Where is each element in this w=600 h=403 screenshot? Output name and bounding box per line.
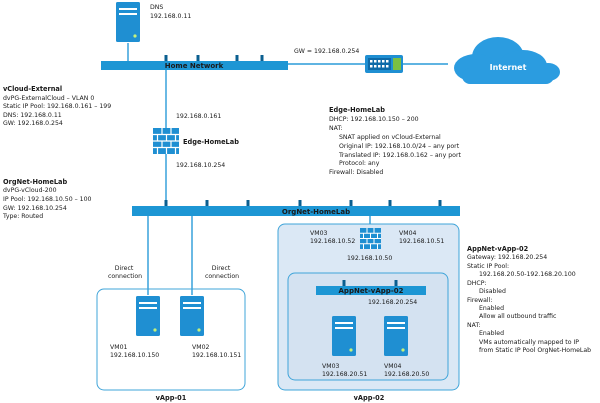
direct-connection-1-line1: Direct — [115, 265, 134, 272]
orgnet-bar-label: OrgNet-HomeLab — [282, 208, 350, 216]
vapp02-firewall-icon — [360, 228, 381, 249]
edge-ip-external: 192.168.0.161 — [176, 113, 221, 120]
vcloud-external-info: vCloud-External dvPG-ExternalCloud – VLA… — [3, 85, 111, 127]
appnet-info-title: AppNet-vApp-02 — [467, 245, 529, 253]
vm03-external-ip: 192.168.10.52 — [310, 238, 355, 245]
vcloud-external-title: vCloud-External — [3, 85, 62, 93]
vapp02-router-ip-external: 192.168.10.50 — [347, 255, 392, 262]
orgnet-info-line: dvPG-vCloud-200 — [3, 187, 57, 194]
internet-cloud: Internet — [454, 37, 560, 84]
orgnet-bar: OrgNet-HomeLab — [132, 200, 460, 216]
dns-label: DNS — [150, 4, 163, 11]
vm04-external-name: VM04 — [399, 230, 417, 237]
vm02-name: VM02 — [192, 344, 210, 351]
appnet-info: AppNet-vApp-02 Gateway: 192.168.20.254 S… — [467, 245, 591, 354]
direct-connection-1-line2: connection — [108, 273, 142, 280]
vcloud-external-line: DNS: 192.168.0.11 — [3, 112, 62, 119]
dns-ip: 192.168.0.11 — [150, 13, 191, 20]
orgnet-info-line: IP Pool: 192.168.10.50 – 100 — [3, 196, 92, 203]
appnet-info-line: DHCP: — [467, 280, 487, 287]
vm04-name: VM04 — [384, 363, 402, 370]
vcloud-external-line: GW: 192.168.0.254 — [3, 120, 63, 127]
edge-info-line: Original IP: 192.168.10.0/24 – any port — [339, 143, 460, 150]
appnet-info-line: 192.168.20.50-192.168.20.100 — [479, 271, 576, 278]
vapp01-contents: Direct connection Direct connection VM01… — [108, 265, 241, 402]
vm01-server-icon — [136, 296, 160, 336]
vapp02-router-ip-internal: 192.168.20.254 — [368, 299, 417, 306]
direct-connection-2-line1: Direct — [212, 265, 231, 272]
vm04-ip: 192.168.20.50 — [384, 371, 429, 378]
vapp02-label: vApp-02 — [354, 394, 385, 402]
vapp01-label: vApp-01 — [156, 394, 187, 402]
edge-info-line: Translated IP: 192.168.0.162 – any port — [338, 152, 461, 159]
vm01-ip: 192.168.10.150 — [110, 352, 159, 359]
vm04-external-ip: 192.168.10.51 — [399, 238, 444, 245]
vm02-ip: 192.168.10.151 — [192, 352, 241, 359]
edge-router: 192.168.0.161 Edge-HomeLab 192.168.10.25… — [153, 113, 239, 169]
appnet-info-line: Disabled — [479, 288, 506, 295]
cloud-icon — [454, 37, 560, 84]
orgnet-info-line: GW: 192.168.10.254 — [3, 205, 67, 212]
gateway-label: GW = 192.168.0.254 — [294, 48, 359, 55]
edge-ip-internal: 192.168.10.254 — [176, 162, 225, 169]
vm01-name: VM01 — [110, 344, 128, 351]
vapp01-box — [96, 288, 246, 391]
home-network-ports — [164, 55, 264, 61]
appnet-info-line: Allow all outbound traffic — [479, 313, 557, 320]
vm03-server-icon — [332, 316, 356, 356]
vapp02-contents: VM03 192.168.10.52 VM04 192.168.10.51 19… — [310, 228, 444, 402]
appnet-info-line: Static IP Pool: — [467, 263, 509, 270]
appnet-bar: AppNet-vApp-02 — [316, 280, 426, 295]
direct-connection-1: Direct connection — [108, 265, 142, 280]
appnet-info-line: Gateway: 192.168.20.254 — [467, 254, 547, 261]
vm04-server-icon — [384, 316, 408, 356]
appnet-bar-label: AppNet-vApp-02 — [339, 287, 404, 295]
orgnet-ports — [164, 200, 442, 206]
home-network-bar: Home Network — [101, 55, 288, 70]
appnet-info-line: VMs automatically mapped to IP — [479, 339, 579, 346]
gateway-switch: GW = 192.168.0.254 — [294, 48, 403, 73]
firewall-icon — [153, 128, 179, 154]
appnet-info-line: Enabled — [479, 305, 504, 312]
appnet-box — [287, 272, 449, 381]
edge-info-line: Firewall: Disabled — [329, 169, 383, 176]
appnet-info-line: from Static IP Pool OrgNet-HomeLab — [479, 347, 591, 354]
edge-homelab-info: Edge-HomeLab DHCP: 192.168.10.150 – 200 … — [329, 106, 461, 176]
edge-info-line: NAT: — [329, 125, 343, 132]
edge-info-title: Edge-HomeLab — [329, 106, 385, 114]
vm02-server-icon — [180, 296, 204, 336]
vcloud-external-line: Static IP Pool: 192.168.0.161 – 199 — [3, 103, 111, 110]
home-network-label: Home Network — [165, 62, 224, 70]
vcloud-external-line: dvPG-ExternalCloud – VLAN 0 — [3, 95, 94, 102]
orgnet-info-title: OrgNet-HomeLab — [3, 178, 67, 186]
vm03-name: VM03 — [322, 363, 340, 370]
dns-server: DNS 192.168.0.11 — [116, 2, 191, 42]
edge-info-line: SNAT applied on vCloud-External — [339, 134, 441, 141]
orgnet-info-line: Type: Routed — [2, 213, 43, 220]
appnet-info-line: Enabled — [479, 330, 504, 337]
edge-info-line: DHCP: 192.168.10.150 – 200 — [329, 116, 419, 123]
internet-label: Internet — [490, 63, 527, 72]
direct-connection-2: Direct connection — [205, 265, 239, 280]
direct-connection-2-line2: connection — [205, 273, 239, 280]
vm03-external-name: VM03 — [310, 230, 328, 237]
dns-server-icon — [116, 2, 140, 42]
appnet-info-line: Firewall: — [467, 297, 492, 304]
appnet-info-line: NAT: — [467, 322, 481, 329]
edge-router-label: Edge-HomeLab — [183, 138, 239, 146]
edge-info-line: Protocol: any — [339, 160, 380, 167]
vapp02-container — [277, 223, 460, 391]
vm03-ip: 192.168.20.51 — [322, 371, 367, 378]
orgnet-info: OrgNet-HomeLab dvPG-vCloud-200 IP Pool: … — [2, 178, 92, 220]
